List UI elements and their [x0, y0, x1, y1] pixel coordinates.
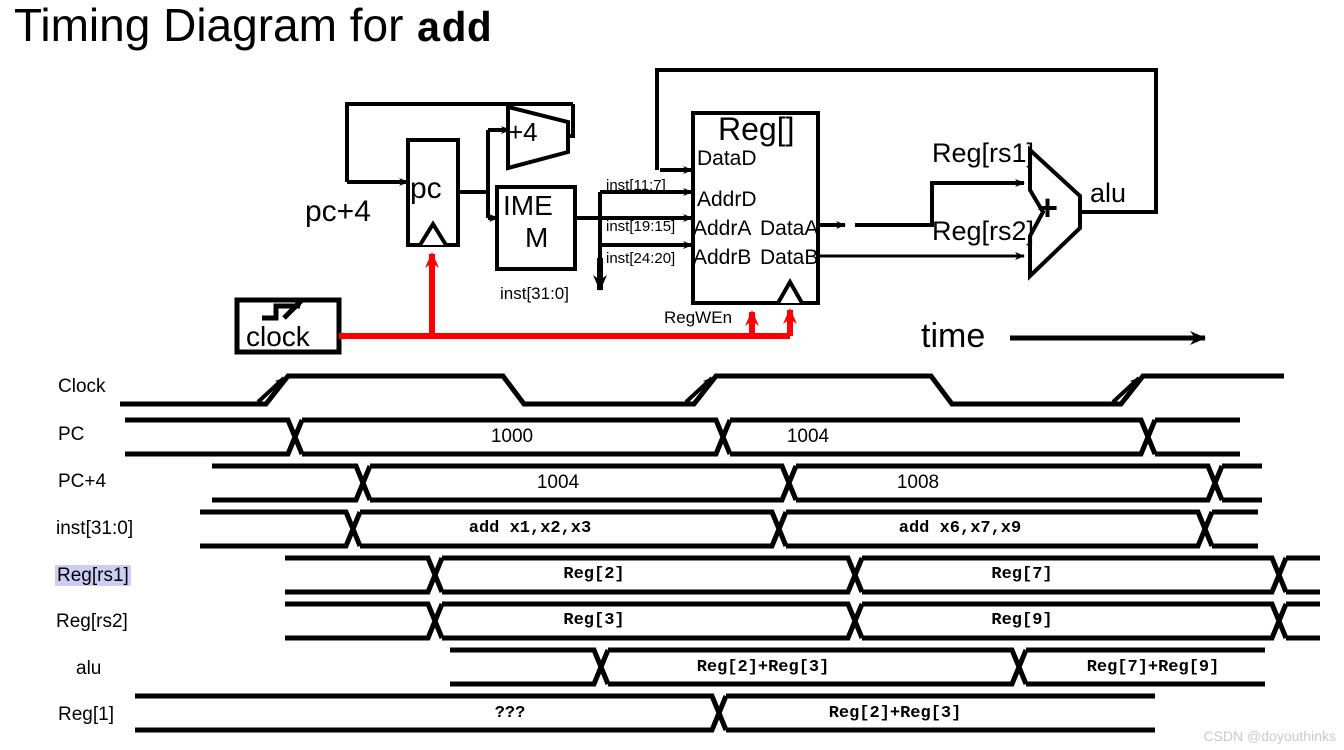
waveform-value-pcplus4-1: 1008 [896, 472, 940, 493]
adder-output-wire [568, 104, 575, 138]
waveform-row-label-alu: alu [76, 658, 102, 679]
waveform-value-alu-1: Reg[7]+Reg[9] [1086, 658, 1220, 677]
watermark: CSDN @doyouthinks [1203, 728, 1337, 744]
waveform-row-label-pc: PC [58, 424, 85, 445]
register-file-title: Reg[] [718, 111, 795, 147]
regfile-port-addrb: AddrB [693, 246, 752, 269]
pc-output-wire [458, 130, 490, 218]
clock-edge-icon [262, 303, 300, 321]
inst-11-7-label: inst[11:7] [606, 177, 666, 194]
pc-plus-4-input-label: pc+4 [305, 195, 371, 228]
register-file-box [691, 111, 820, 305]
waveform-reg1 [135, 693, 1155, 733]
imem-label-line2: M [525, 222, 549, 253]
pc-feedback-wire [345, 102, 573, 182]
waveform-reg-rs1 [285, 555, 1320, 595]
waveform-clock [120, 373, 1284, 407]
page-title-prefix: Timing Diagram for [14, 0, 417, 51]
clock-source-label: clock [246, 321, 310, 352]
waveform-row-label-inst: inst[31:0] [56, 518, 134, 539]
regfile-port-datab: DataB [760, 246, 819, 269]
waveform-value-pcplus4-0: 1004 [536, 472, 580, 493]
alu-plus-symbol: + [1037, 187, 1059, 228]
waveform-row-label-reg1: Reg[1] [58, 704, 114, 725]
waveform-value-inst-0: add x1,x2,x3 [468, 519, 592, 538]
pc-clock-notch [418, 220, 448, 247]
regwen-label: RegWEn [664, 308, 733, 327]
page-title-instruction: add [416, 6, 492, 54]
imem-label-line1: IME [503, 190, 553, 221]
waveform-value-inst-1: add x6,x7,x9 [898, 519, 1022, 538]
imem-output-bus [575, 190, 683, 290]
regfile-port-addra: AddrA [693, 217, 752, 240]
writeback-wire [655, 68, 1158, 170]
regfile-clock-notch [776, 277, 804, 304]
clock-rising-edge-markers [256, 376, 1141, 404]
regfile-dataa-wire [818, 179, 1025, 229]
inst-24-20-label: inst[24:20] [606, 250, 676, 267]
pc-register-label: pc [410, 172, 442, 205]
waveform-value-pc-0: 1000 [490, 426, 534, 447]
alu-input-reg-rs1-label: Reg[rs1] [932, 138, 1035, 168]
waveform-pc-plus-4 [212, 463, 1262, 503]
regfile-port-dataa: DataA [760, 217, 819, 240]
waveform-value-reg1-0: ??? [494, 704, 526, 723]
regfile-port-addrd: AddrD [697, 188, 757, 211]
inst-31-0-label: inst[31:0] [500, 284, 569, 303]
waveform-value-regrs1-1: Reg[7] [991, 565, 1053, 584]
adder-plus4-shape [506, 104, 570, 171]
waveform-value-pc-1: 1004 [786, 426, 830, 447]
clock-source-box [234, 297, 342, 355]
waveform-row-label-clock: Clock [58, 376, 106, 397]
waveform-value-regrs2-1: Reg[9] [991, 611, 1053, 630]
alu-output-wire [1080, 160, 1158, 214]
waveform-value-alu-0: Reg[2]+Reg[3] [696, 658, 830, 677]
waveform-row-label-reg-rs1: Reg[rs1] [55, 565, 131, 586]
waveform-area: Clock PC PC+4 inst[31:0] Reg[rs1] Reg[rs… [0, 362, 1344, 750]
waveform-alu [450, 647, 1265, 687]
waveform-inst [200, 509, 1258, 549]
waveform-value-regrs2-0: Reg[3] [563, 611, 625, 630]
alu-input-reg-rs2-label: Reg[rs2] [932, 216, 1035, 246]
alu-output-label: alu [1090, 178, 1127, 208]
waveform-row-label-reg-rs2: Reg[rs2] [56, 611, 128, 632]
adder-plus4-label: +4 [508, 117, 538, 147]
page-title: Timing Diagram for add [14, 0, 492, 54]
inst-19-15-label: inst[19:15] [606, 218, 676, 235]
waveform-svg [120, 373, 1320, 733]
imem-box [495, 185, 577, 271]
datapath-diagram: pc+4 pc +4 IME M inst[11:7] inst[19:15] … [0, 0, 1344, 370]
waveform-value-reg1-1: Reg[2]+Reg[3] [828, 704, 962, 723]
time-axis-label: time [921, 317, 986, 355]
waveform-value-regrs1-0: Reg[2] [563, 565, 625, 584]
regfile-port-datad: DataD [697, 147, 757, 170]
waveform-row-label-pc-plus-4: PC+4 [58, 471, 107, 492]
waveform-pc [125, 417, 1240, 457]
clock-edge-arrow [282, 297, 305, 320]
datapath-svg [234, 68, 1206, 355]
alu-shape [1028, 145, 1082, 281]
waveform-reg-rs2 [285, 601, 1320, 641]
